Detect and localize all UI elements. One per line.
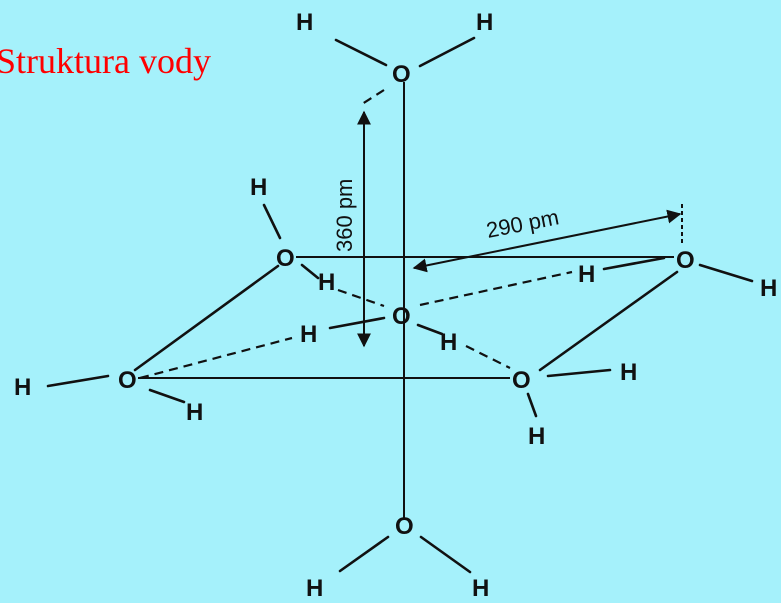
hbond-left-upper xyxy=(337,288,385,308)
page-title: Struktura vody xyxy=(0,41,211,81)
bond-bottom-right xyxy=(419,535,472,574)
hydrogen-center-left: H xyxy=(300,321,317,348)
bond-right-upper-h xyxy=(698,263,754,283)
hydrogen-center-right: H xyxy=(440,329,457,356)
oxygen-bottom: O xyxy=(395,513,414,540)
hydrogen-left-upper-right: H xyxy=(318,269,335,296)
bond-right-lower-h2 xyxy=(526,392,538,418)
oxygen-top: O xyxy=(392,61,411,88)
hbond-right-lower xyxy=(465,345,511,369)
hydrogen-right-upper-right: H xyxy=(760,275,777,302)
bond-top-left xyxy=(334,38,388,67)
hydrogen-right-lower-bottom: H xyxy=(528,423,545,450)
hydrogen-right-upper-left: H xyxy=(578,261,595,288)
frame-line-right xyxy=(538,270,679,372)
hydrogen-bottom-left: H xyxy=(306,575,323,602)
oxygen-right-upper: O xyxy=(676,247,695,274)
bond-bottom-left xyxy=(338,535,390,573)
bond-top-right xyxy=(418,36,476,68)
dimension-label-vertical: 360 pm xyxy=(332,179,357,252)
hydrogen-top-right: H xyxy=(476,9,493,36)
bond-left-lower-h2 xyxy=(148,388,186,404)
dimension-label-diagonal: 290 pm xyxy=(484,204,561,243)
bond-center-h-left xyxy=(328,316,386,330)
hbond-top xyxy=(361,89,385,105)
frame-line-left xyxy=(133,264,280,372)
oxygen-right-lower: O xyxy=(512,367,531,394)
bond-center-h-right xyxy=(416,323,444,336)
oxygen-center: O xyxy=(392,303,411,330)
bond-right-lower-h xyxy=(546,368,612,378)
hydrogen-left-upper-top: H xyxy=(250,174,267,201)
hydrogen-left-lower-right: H xyxy=(186,399,203,426)
hbond-right-upper xyxy=(419,270,573,307)
hydrogen-bottom-right: H xyxy=(472,575,489,602)
bond-left-upper-h xyxy=(262,203,282,240)
hydrogen-right-lower-right: H xyxy=(620,359,637,386)
oxygen-left-upper: O xyxy=(276,245,295,272)
hydrogen-left-lower-left: H xyxy=(14,374,31,401)
hydrogen-top-left: H xyxy=(296,9,313,36)
oxygen-left-lower: O xyxy=(118,367,137,394)
dimension-arrow-diagonal xyxy=(412,209,682,273)
bond-right-upper-h2 xyxy=(602,256,666,271)
bond-left-upper-h2 xyxy=(300,263,320,280)
bond-left-lower-h xyxy=(46,374,110,388)
hbond-left-lower xyxy=(139,336,293,380)
